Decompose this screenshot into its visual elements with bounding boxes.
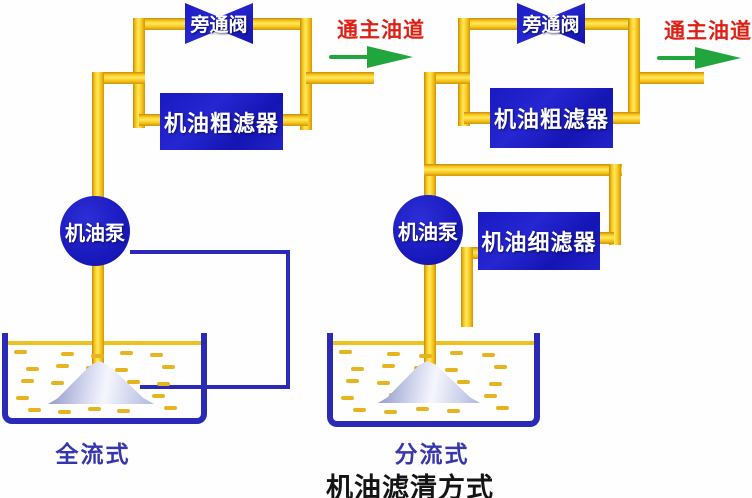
pipe-segment bbox=[640, 72, 704, 84]
outlet-arrow-icon bbox=[695, 47, 741, 69]
oil-dash bbox=[115, 368, 129, 372]
oil-dash bbox=[447, 409, 461, 413]
oil-dash bbox=[351, 367, 364, 371]
oil-pump-label: 机油泵 bbox=[398, 219, 458, 244]
oil-dash bbox=[341, 396, 354, 400]
pipe-segment bbox=[306, 72, 374, 84]
return-line bbox=[286, 250, 290, 389]
bypass-valve: 旁通阀 bbox=[517, 3, 585, 44]
oil-dash bbox=[353, 408, 366, 412]
fine-filter-box: 机油细滤器 bbox=[478, 212, 600, 270]
oil-pump: 机油泵 bbox=[393, 195, 463, 265]
oil-dash bbox=[495, 406, 509, 410]
oil-dash bbox=[339, 350, 352, 354]
oil-dash bbox=[346, 379, 359, 383]
outlet-label: 通主油道 bbox=[664, 19, 752, 43]
oil-dash bbox=[483, 394, 497, 398]
pipe-segment bbox=[278, 114, 308, 126]
oil-pump-label: 机油泵 bbox=[65, 220, 125, 245]
oil-dash bbox=[127, 380, 141, 384]
oil-dash bbox=[26, 367, 39, 371]
flow-type-label: 分流式 bbox=[394, 442, 470, 468]
bypass-valve: 旁通阀 bbox=[185, 3, 253, 44]
outlet-arrow-icon bbox=[657, 56, 699, 60]
diagram-title: 机油滤清方式 bbox=[326, 473, 494, 498]
oil-dash bbox=[152, 394, 166, 398]
pipe-segment bbox=[611, 112, 640, 124]
oil-dash bbox=[55, 364, 69, 368]
pipe-segment bbox=[609, 164, 621, 245]
bypass-valve-label: 旁通阀 bbox=[190, 14, 248, 36]
oil-dash bbox=[481, 353, 495, 357]
oil-dash bbox=[162, 365, 176, 369]
outlet-arrow-icon bbox=[367, 46, 413, 68]
oil-dash bbox=[488, 382, 502, 386]
oil-dash bbox=[87, 407, 101, 411]
oil-level-line bbox=[8, 341, 201, 345]
oil-dash bbox=[90, 354, 104, 358]
oil-dash bbox=[150, 353, 164, 357]
pipe-segment bbox=[628, 18, 640, 124]
oil-dash bbox=[418, 354, 432, 358]
oil-dash bbox=[387, 352, 401, 356]
oil-dash bbox=[117, 409, 131, 413]
return-line bbox=[130, 250, 290, 254]
fine-filter-label: 机油细滤器 bbox=[481, 231, 597, 256]
coarse-filter-box: 机油粗滤器 bbox=[490, 88, 613, 148]
pipe-segment bbox=[92, 72, 145, 84]
pipe-segment bbox=[598, 232, 614, 244]
coarse-filter-label: 机油粗滤器 bbox=[493, 108, 609, 133]
oil-dash bbox=[57, 410, 71, 414]
oil-dash bbox=[164, 406, 178, 410]
oil-dash bbox=[377, 381, 391, 385]
oil-dash bbox=[445, 368, 459, 372]
bypass-valve-label: 旁通阀 bbox=[522, 14, 580, 36]
oil-dash bbox=[16, 396, 29, 400]
flow-type-label: 全流式 bbox=[55, 442, 131, 468]
pipe-segment bbox=[461, 247, 473, 327]
oil-dash bbox=[21, 379, 34, 383]
return-line bbox=[140, 385, 290, 389]
oil-dash bbox=[457, 380, 471, 384]
coarse-filter-box: 机油粗滤器 bbox=[160, 93, 283, 150]
oil-dash bbox=[28, 408, 41, 412]
oil-dash bbox=[382, 364, 396, 368]
oil-dash bbox=[120, 351, 134, 355]
oil-dash bbox=[493, 365, 507, 369]
outlet-label: 通主油道 bbox=[337, 18, 425, 42]
oil-pump: 机油泵 bbox=[60, 196, 130, 266]
oil-dash bbox=[450, 351, 464, 355]
oil-dash bbox=[14, 350, 27, 354]
oil-dash bbox=[384, 410, 398, 414]
outlet-arrow-icon bbox=[329, 55, 373, 59]
oil-dash bbox=[157, 382, 171, 386]
coarse-filter-label: 机油粗滤器 bbox=[163, 111, 279, 137]
pipe-segment bbox=[424, 164, 622, 176]
pipe-segment bbox=[464, 112, 494, 124]
oil-dash bbox=[60, 352, 74, 356]
oil-dash bbox=[415, 407, 429, 411]
oil-dash bbox=[50, 381, 64, 385]
